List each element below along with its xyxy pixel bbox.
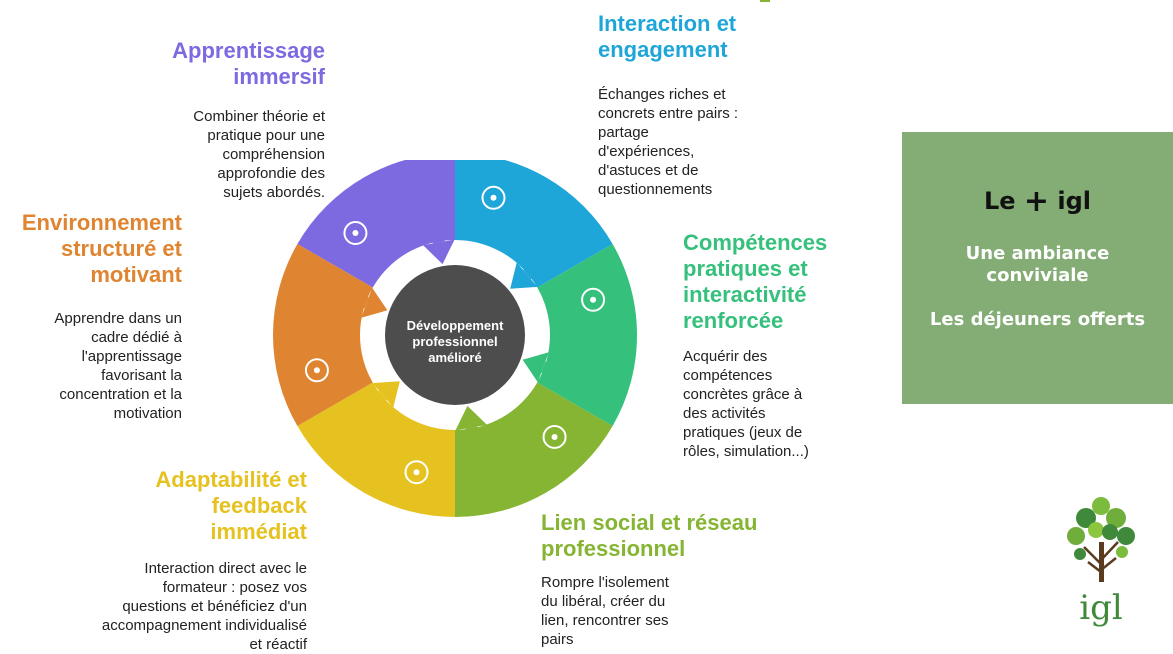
blocks-hand-icon	[581, 287, 606, 312]
wheel-segment-environnement	[273, 244, 373, 426]
logo-text: igl	[1079, 588, 1123, 628]
structure-icon	[304, 358, 329, 383]
cycle-wheel-diagram: Développement professionnel amélioré	[273, 160, 637, 517]
arrow-environnement	[361, 287, 388, 318]
wheel-segment-lien	[455, 382, 613, 517]
wheel-segment-competences	[537, 244, 637, 426]
arrow-shaft-lien	[465, 426, 480, 442]
promo-line-dejeuners: Les déjeuners offerts	[929, 309, 1146, 330]
group-celebration-icon	[481, 185, 506, 210]
arrow-interaction	[510, 262, 538, 289]
arrow-shaft-interaction	[523, 261, 541, 280]
plus-icon: +	[1023, 184, 1050, 219]
wheel-segment-interaction	[455, 160, 613, 288]
handshake-icon	[542, 424, 567, 449]
top-bleed-decoration	[0, 0, 800, 4]
promo-heading: Le + igl	[983, 184, 1092, 219]
arrow-shaft-adaptabilite	[369, 390, 387, 409]
center-label-line1: Développement	[407, 318, 504, 333]
arrow-competences	[522, 352, 549, 383]
center-label-line2: professionnel	[412, 334, 497, 349]
arrow-shaft-apprentissage	[430, 228, 445, 244]
arrow-adaptabilite	[372, 381, 400, 408]
arrow-shaft-environnement	[352, 292, 369, 309]
center-label-line3: amélioré	[428, 350, 481, 365]
igl-logo: igl	[1067, 497, 1135, 628]
graduate-icon	[343, 221, 368, 246]
center-circle	[385, 265, 525, 405]
arrow-shaft-competences	[541, 361, 558, 378]
tree-icon	[1067, 497, 1135, 582]
arrow-apprentissage	[423, 239, 455, 265]
wheel-segment-apprentissage	[297, 160, 455, 288]
arrow-lien	[455, 405, 487, 431]
feedback-face-icon	[404, 460, 429, 485]
